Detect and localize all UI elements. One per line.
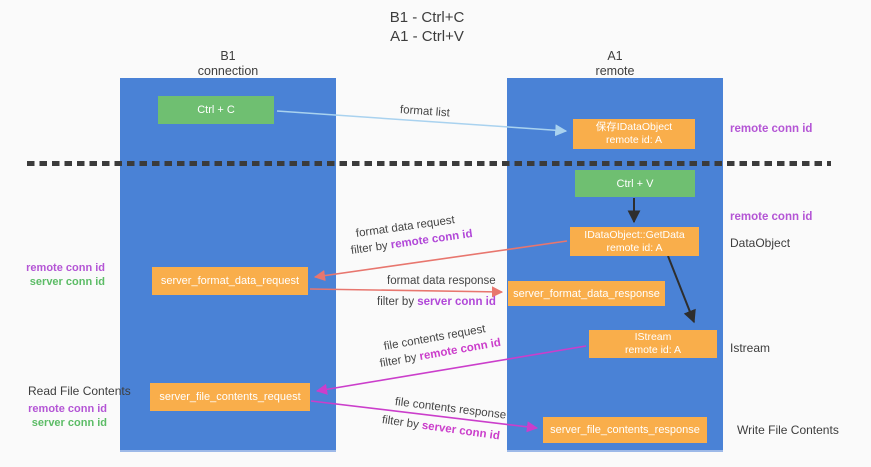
node-ctrl-v: Ctrl + V — [575, 170, 695, 197]
node-file-response-label: server_file_contents_response — [550, 424, 700, 436]
session-divider-dashed-line — [27, 161, 831, 166]
left-file-conn-ids: remote conn id server conn id — [19, 403, 107, 430]
istream-label: Istream — [730, 341, 771, 355]
server-conn-id-label: server conn id — [29, 275, 105, 288]
server-conn-id-key: server conn id — [421, 419, 501, 443]
node-idataobject-getdata: IDataObject::GetData remote id: A — [570, 227, 699, 256]
node-server-file-contents-response: server_file_contents_response — [543, 417, 707, 443]
right-remote-conn-id-mid: remote conn id — [730, 211, 813, 223]
server-conn-id-label: server conn id — [31, 416, 107, 429]
node-istream: IStream remote id: A — [589, 330, 717, 358]
write-file-contents-label: Write File Contents — [737, 423, 839, 437]
node-istream-line1: IStream — [634, 331, 672, 343]
node-format-request-label: server_format_data_request — [160, 275, 300, 287]
filter-by-text: filter by — [350, 239, 392, 257]
node-ctrl-c-label: Ctrl + C — [197, 104, 235, 116]
filter-by-text: filter by — [378, 351, 421, 370]
node-save-dataobject-line1: 保存IDataObject — [595, 121, 673, 133]
node-ctrl-v-label: Ctrl + V — [616, 177, 654, 190]
title-line-1: B1 - Ctrl+C — [389, 9, 465, 26]
lane-b1-role: connection — [197, 63, 259, 78]
node-server-format-data-response: server_format_data_response — [508, 281, 665, 306]
node-server-format-data-request: server_format_data_request — [152, 267, 308, 295]
node-file-request-label: server_file_contents_request — [159, 391, 301, 403]
filter-by-text: filter by — [381, 414, 423, 432]
diagram-title: B1 - Ctrl+C A1 - Ctrl+V — [390, 8, 465, 46]
node-getdata-line2: remote id: A — [606, 241, 663, 254]
arrow-format-data-response — [309, 286, 504, 298]
annotation-format-list: format list — [399, 104, 451, 120]
lane-a1-role: remote — [595, 63, 635, 78]
title-line-2: A1 - Ctrl+V — [390, 28, 464, 45]
node-save-dataobject-line2: remote id: A — [605, 134, 663, 146]
read-file-contents-label: Read File Contents — [28, 384, 131, 398]
node-ctrl-c: Ctrl + C — [158, 96, 274, 124]
right-remote-conn-id-top: remote conn id — [730, 123, 813, 135]
node-getdata-line1: IDataObject::GetData — [584, 228, 685, 241]
annotation-format-data-response: format data response — [387, 275, 496, 287]
lane-header-a1: A1 remote — [507, 49, 723, 78]
left-format-conn-ids: remote conn id server conn id — [17, 262, 105, 289]
filter-by-text: filter by — [377, 296, 418, 308]
remote-conn-id-label: remote conn id — [28, 403, 107, 415]
node-save-dataobject: 保存IDataObject remote id: A — [573, 119, 695, 149]
lane-header-b1: B1 connection — [120, 49, 336, 78]
node-server-file-contents-request: server_file_contents_request — [150, 383, 310, 411]
annotation-format-response-filter: filter by server conn id — [377, 296, 496, 308]
dataobject-label: DataObject — [730, 236, 791, 250]
node-istream-line2: remote id: A — [624, 344, 682, 356]
lane-b1-name: B1 — [220, 49, 236, 63]
node-format-response-label: server_format_data_response — [513, 287, 660, 300]
remote-conn-id-label: remote conn id — [26, 262, 105, 274]
server-conn-id-key: server conn id — [417, 296, 496, 308]
lane-a1-name: A1 — [607, 49, 623, 63]
